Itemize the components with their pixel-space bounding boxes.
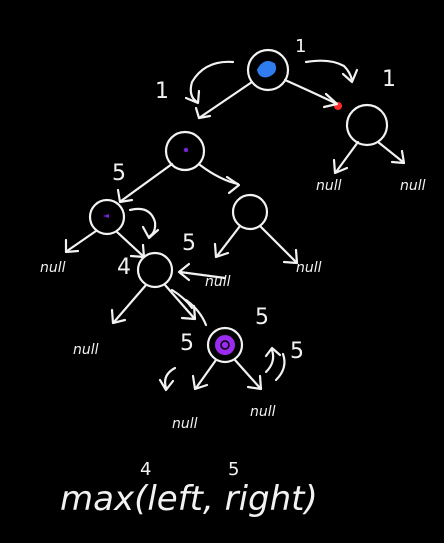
- curved-arrow-g-right-head: [264, 346, 282, 358]
- label-node-e-right: 5: [182, 231, 196, 256]
- edge-f-to-left: [112, 283, 148, 324]
- edge-e-to-null: [258, 224, 298, 264]
- label-node-f-left: 4: [117, 255, 131, 280]
- edge-d-to-f-head: [129, 243, 146, 259]
- tree-node-f: [136, 251, 174, 289]
- curved-arrow-d-right-head: [141, 225, 160, 240]
- edge-right-to-null-right: [376, 140, 405, 164]
- tree-node-root: [246, 48, 290, 92]
- edge-g-to-null-right: [233, 358, 262, 390]
- null-f-left: null: [73, 342, 99, 358]
- node-d-mark: [103, 214, 109, 218]
- label-root-value: 1: [295, 36, 306, 57]
- edge-right-to-null-left-head: [332, 158, 349, 175]
- edge-g-to-null-left: [194, 358, 218, 390]
- null-g-right: null: [250, 404, 276, 420]
- edge-g-to-null-right-head: [246, 374, 263, 391]
- edge-e-to-left: [215, 224, 242, 258]
- root-highlight-mark: [256, 61, 277, 78]
- node-g-inner-ring: [220, 340, 230, 350]
- curved-arrow-root-right: [304, 59, 354, 82]
- tree-node-e: [231, 193, 269, 231]
- curved-arrow-g-right: [264, 348, 275, 374]
- null-g-left: null: [172, 416, 198, 432]
- edge-right-to-null-right-head: [390, 149, 406, 165]
- edge-d-to-null: [65, 229, 98, 253]
- edge-g-to-null-left-head: [191, 374, 209, 391]
- edge-f-to-right: [163, 283, 196, 320]
- edge-root-to-right: [283, 78, 337, 105]
- edge-e-to-null-head: [282, 248, 299, 265]
- edge-root-to-b-arrowhead: [194, 106, 212, 120]
- tree-node-b: [164, 130, 206, 172]
- curved-arrow-g-left-head: [158, 378, 175, 392]
- edge-d-to-null-head: [64, 238, 80, 254]
- label-node-b-left: 5: [112, 161, 126, 186]
- edge-f-to-right-head: [180, 304, 197, 321]
- null-right-left: null: [316, 178, 342, 194]
- formula-left-value: 4: [140, 459, 151, 480]
- return-arrow-to-f-head: [177, 262, 191, 282]
- edge-root-to-b: [197, 80, 254, 120]
- tree-node-d: [88, 198, 126, 236]
- label-node-g-left: 5: [180, 331, 194, 356]
- formula-text: max(left, right): [60, 479, 318, 519]
- null-e-right: null: [296, 260, 322, 276]
- tree-node-g: [206, 326, 244, 364]
- node-b-mark: [183, 147, 189, 153]
- null-f-return: null: [205, 274, 231, 290]
- label-right-node-value: 1: [382, 67, 396, 92]
- return-arrow-to-f: [178, 270, 227, 280]
- edge-right-to-null-left: [334, 140, 360, 174]
- edge-b-to-e-head: [225, 175, 241, 195]
- edge-b-to-d-head: [116, 188, 134, 204]
- curved-arrow-f-g-2: [184, 298, 208, 327]
- edge-d-to-f: [115, 230, 145, 258]
- edge-b-to-d: [119, 162, 174, 203]
- edge-e-to-left-head: [213, 242, 230, 259]
- curved-arrow-g-left: [163, 366, 177, 390]
- tree-node-right: [345, 103, 389, 147]
- edge-root-to-right-arrowhead: [322, 92, 339, 109]
- curved-arrow-g-right-2: [274, 352, 286, 382]
- curved-arrow-root-left: [189, 60, 235, 104]
- node-g-fill: [215, 335, 235, 355]
- formula-right-value: 5: [228, 459, 239, 480]
- label-left-of-root: 1: [155, 79, 169, 104]
- label-node-g-right: 5: [290, 339, 304, 364]
- null-right-right: null: [400, 178, 426, 194]
- curved-arrow-f-g: [170, 288, 194, 310]
- label-node-g-top: 5: [255, 305, 269, 330]
- curved-arrow-root-left-head: [184, 89, 201, 105]
- curved-arrow-root-right-head: [341, 68, 359, 84]
- edge-f-to-left-head: [110, 308, 127, 325]
- null-d-left: null: [40, 260, 66, 276]
- curved-arrow-d-right: [128, 207, 157, 238]
